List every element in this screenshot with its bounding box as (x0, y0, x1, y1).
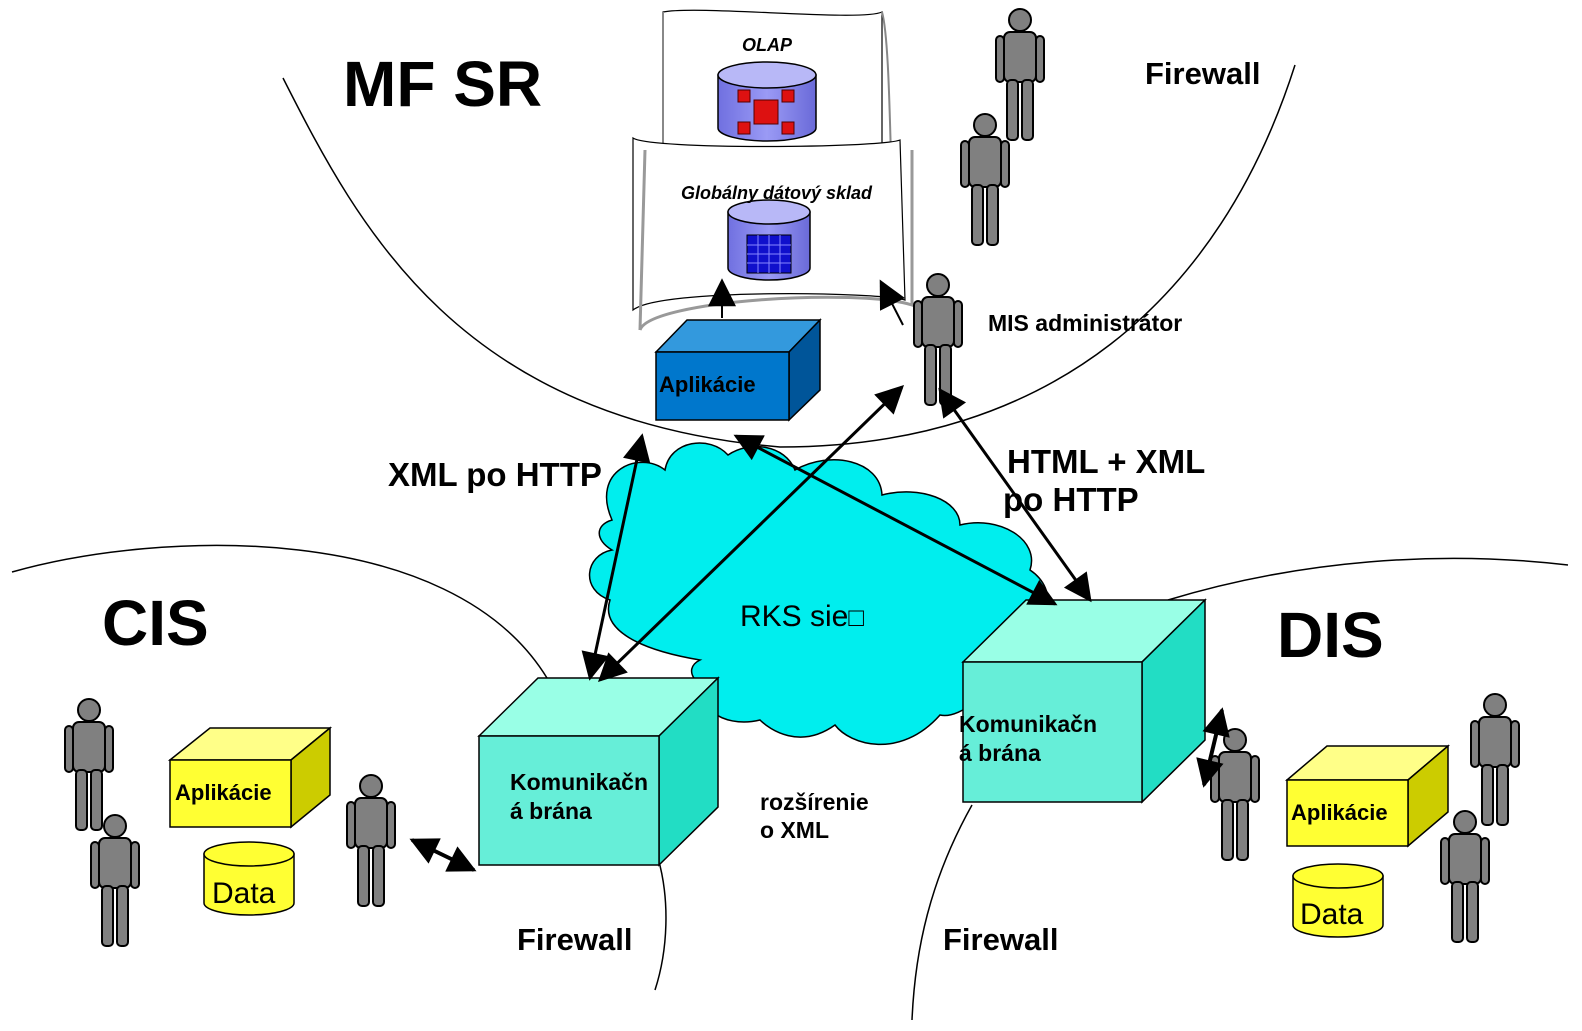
person-icon (64, 698, 114, 831)
dis-user-gateway-arrow (1196, 707, 1230, 788)
cis-data-cylinder-icon (203, 841, 295, 916)
region-title-dis: DIS (1277, 599, 1384, 671)
firewall-label-dis: Firewall (943, 922, 1059, 957)
dis-gateway-cube-icon (961, 598, 1207, 804)
dis-firewall-curve (1167, 557, 1569, 601)
mf-sr-app-label: Aplikácie (659, 372, 756, 397)
admin-label: MIS administrátor (988, 310, 1183, 336)
table-icon (746, 234, 792, 274)
missing-glyph-icon: □ (848, 602, 865, 632)
person-icon (1440, 810, 1490, 943)
cloud-label-text: RKS sie (740, 600, 849, 633)
person-icon (1470, 693, 1520, 826)
dis-app-cube-icon (1284, 744, 1451, 848)
olap-cube-icon (737, 89, 795, 135)
warehouse-title: Globálny dátový sklad (681, 183, 873, 203)
warehouse-database-icon (727, 199, 811, 281)
cis-gateway-line2: á brána (510, 798, 592, 824)
dis-data-label: Data (1300, 898, 1364, 931)
dis-app-label: Aplikácie (1291, 800, 1388, 825)
region-title-cis: CIS (102, 587, 209, 659)
html-xml-http-arrow (938, 387, 1092, 603)
cis-gateway-label: Komunikačn á brána (510, 768, 648, 826)
admin-to-warehouse-arrow (879, 279, 905, 326)
dis-firewall-curve-lower (911, 804, 973, 1021)
dis-data-cylinder-icon (1292, 863, 1384, 938)
extension-label: rozšírenie o XML (760, 788, 869, 844)
protocol-label-html-xml: HTML + XML (1007, 443, 1206, 480)
cis-data-label: Data (212, 877, 276, 910)
protocol-label-xml-http: XML po HTTP (388, 456, 602, 493)
person-icon (960, 113, 1010, 246)
region-title-mf-sr: MF SR (343, 48, 543, 120)
extension-line1: rozšírenie (760, 789, 869, 815)
cis-firewall-curve (11, 544, 548, 679)
admin-person-icon (913, 273, 963, 406)
extension-line2: o XML (760, 817, 829, 843)
cis-firewall-curve-lower (654, 857, 667, 991)
firewall-label-cis: Firewall (517, 922, 633, 957)
cloud-label: RKS sie□ (740, 600, 864, 634)
olap-database-icon (717, 61, 817, 142)
cis-app-cube-icon (167, 726, 333, 829)
cis-user-gateway-arrow (409, 838, 477, 872)
dis-gateway-line1: Komunikačn (959, 711, 1098, 737)
person-icon (90, 814, 140, 947)
person-icon (346, 774, 396, 907)
olap-title: OLAP (742, 35, 793, 55)
person-icon (995, 8, 1045, 141)
dis-gateway-line2: á brána (959, 740, 1041, 766)
cis-gateway-cube-icon (477, 676, 720, 867)
dis-gateway-label: Komunikačn á brána (959, 710, 1097, 768)
firewall-label-top: Firewall (1145, 56, 1261, 91)
person-icon (1210, 728, 1260, 861)
protocol-label-po-http: po HTTP (1003, 481, 1139, 518)
cis-gateway-line1: Komunikačn (510, 769, 649, 795)
cis-app-label: Aplikácie (175, 780, 272, 805)
